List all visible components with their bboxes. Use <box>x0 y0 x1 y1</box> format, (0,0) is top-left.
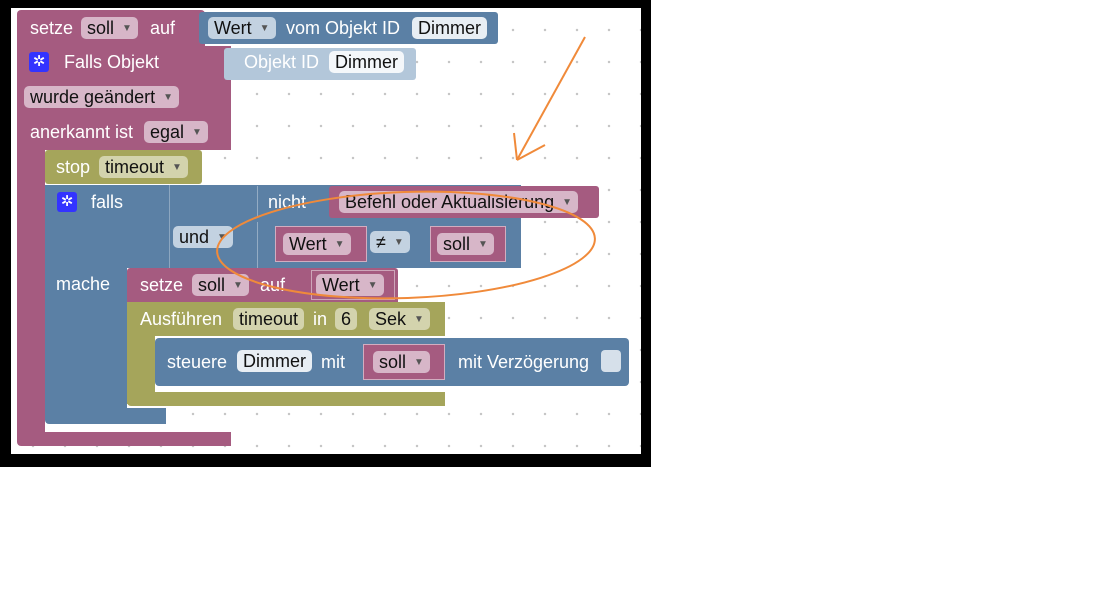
screenshot-frame: setze soll▼ auf Wert▼ vom Objekt ID Dimm… <box>0 0 651 467</box>
dropdown-arrow-icon: ▼ <box>192 127 202 139</box>
gear-icon[interactable]: ✲ <box>57 192 77 212</box>
dropdown-arrow-icon: ▼ <box>478 239 488 251</box>
egal-dropdown[interactable]: egal▼ <box>144 121 208 143</box>
dimmer-object-field[interactable]: Dimmer <box>237 350 312 372</box>
wurde-geaendert-dropdown[interactable]: wurde geändert▼ <box>24 86 179 108</box>
in-label: in <box>313 309 328 329</box>
wert-dropdown[interactable]: Wert▼ <box>283 233 351 255</box>
dropdown-arrow-icon: ▼ <box>259 23 270 35</box>
unit-dropdown[interactable]: Sek▼ <box>369 308 430 330</box>
nicht-label: nicht <box>268 192 307 212</box>
annotation-arrow-head <box>516 144 546 161</box>
dropdown-arrow-icon: ▼ <box>367 280 378 292</box>
vom-objekt-id-label: vom Objekt ID <box>286 18 401 38</box>
annotation-arrow-head <box>513 132 518 161</box>
auf-label: auf <box>150 18 176 38</box>
soll-dropdown[interactable]: soll▼ <box>373 351 430 373</box>
delay-number-input[interactable]: 6 <box>335 308 358 330</box>
soll-dropdown[interactable]: soll▼ <box>81 17 138 39</box>
dropdown-arrow-icon: ▼ <box>122 23 132 35</box>
wert-dropdown[interactable]: Wert▼ <box>208 17 276 39</box>
anerkannt-ist-label: anerkannt ist <box>30 122 134 142</box>
auf-label: auf <box>260 275 286 295</box>
blockly-workspace[interactable]: setze soll▼ auf Wert▼ vom Objekt ID Dimm… <box>11 8 641 454</box>
trigger-left-rail <box>17 150 45 434</box>
setze-label: setze <box>30 18 74 38</box>
mit-verzoegerung-label: mit Verzögerung <box>458 352 590 372</box>
dimmer-object-field[interactable]: Dimmer <box>329 51 404 73</box>
soll-dropdown[interactable]: soll▼ <box>437 233 494 255</box>
ausfuehren-bottom-bar <box>127 392 445 406</box>
setze-label: setze <box>140 275 184 295</box>
wert-dropdown[interactable]: Wert▼ <box>316 274 384 296</box>
dropdown-arrow-icon: ▼ <box>334 239 345 251</box>
falls-label: falls <box>91 192 124 212</box>
verzoegerung-checkbox[interactable] <box>601 350 621 372</box>
dropdown-arrow-icon: ▼ <box>233 280 243 292</box>
dropdown-arrow-icon: ▼ <box>163 92 173 104</box>
ausfuehren-label: Ausführen <box>140 309 223 329</box>
timeout-name-field[interactable]: timeout <box>233 308 305 330</box>
gear-icon[interactable]: ✲ <box>29 52 49 72</box>
trigger-bottom-bar <box>17 432 231 446</box>
annotation-arrow-shaft <box>516 36 586 161</box>
falls-bottom-bar <box>45 408 166 424</box>
objekt-id-label: Objekt ID <box>244 52 320 72</box>
annotation-ellipse <box>216 190 596 300</box>
operator-dropdown[interactable]: ≠▼ <box>370 231 410 253</box>
dropdown-arrow-icon: ▼ <box>414 314 424 326</box>
dropdown-arrow-icon: ▼ <box>393 237 404 249</box>
dimmer-object-field[interactable]: Dimmer <box>412 17 487 39</box>
annotation-overlay <box>216 36 596 300</box>
falls-mache-rail <box>45 268 127 408</box>
stop-label: stop <box>56 157 91 177</box>
timeout-dropdown[interactable]: timeout▼ <box>99 156 188 178</box>
soll-dropdown[interactable]: soll▼ <box>192 274 249 296</box>
falls-objekt-label: Falls Objekt <box>64 52 160 72</box>
dropdown-arrow-icon: ▼ <box>172 162 182 174</box>
mit-label: mit <box>321 352 345 372</box>
dropdown-arrow-icon: ▼ <box>562 197 573 209</box>
mache-label: mache <box>56 274 111 294</box>
dropdown-arrow-icon: ▼ <box>414 357 424 369</box>
steuere-label: steuere <box>167 352 228 372</box>
